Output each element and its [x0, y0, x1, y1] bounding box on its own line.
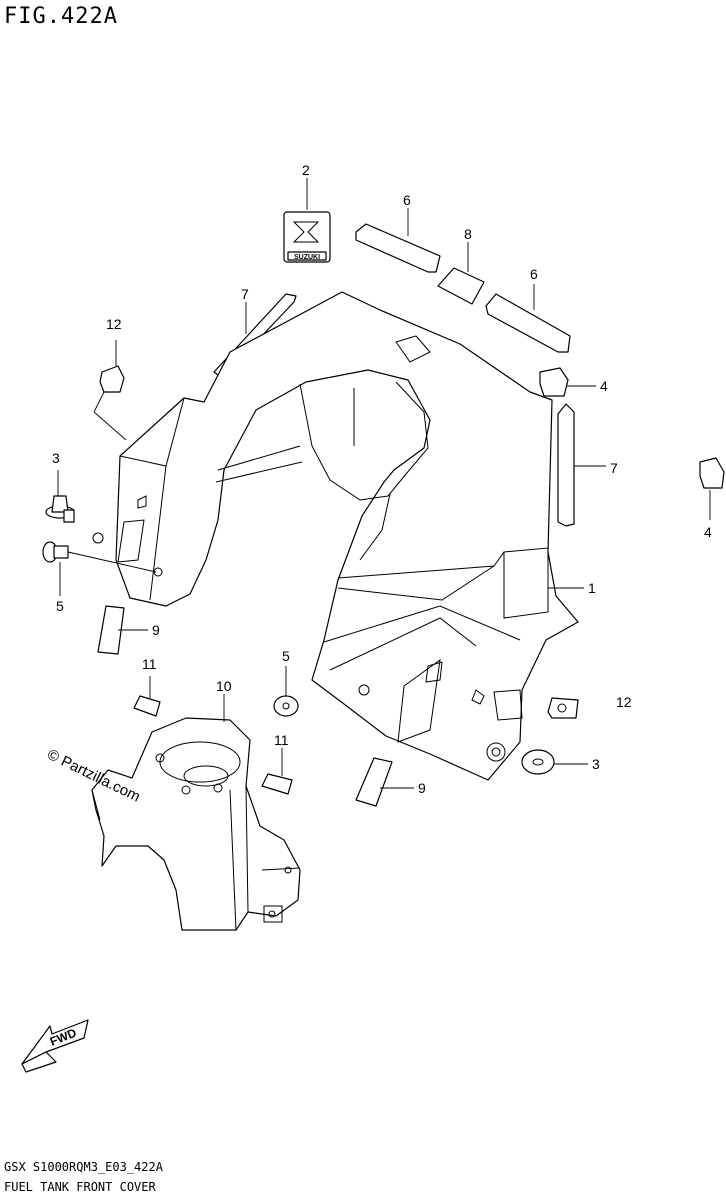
- clip-part-12a[interactable]: [99, 365, 125, 393]
- callout-4-right: 4: [704, 524, 712, 540]
- screw-part-3a[interactable]: [45, 495, 75, 523]
- callout-3-right: 3: [592, 756, 600, 772]
- strip-part-7b[interactable]: [557, 403, 575, 527]
- bolt-part-5a[interactable]: [42, 541, 157, 573]
- strip-part-9a[interactable]: [97, 605, 125, 655]
- clip-part-4b[interactable]: [699, 457, 725, 489]
- clip-part-12b[interactable]: [547, 697, 579, 719]
- callout-4-upper: 4: [600, 378, 608, 394]
- clip-part-4a[interactable]: [539, 367, 569, 397]
- lower-cover-part-10[interactable]: [91, 717, 301, 931]
- callout-9-left: 9: [152, 622, 160, 638]
- callout-10: 10: [216, 678, 232, 694]
- callout-11-left: 11: [142, 656, 157, 672]
- pad-part-11a[interactable]: [133, 695, 161, 717]
- emblem-part[interactable]: [283, 211, 331, 263]
- callout-12-right: 12: [616, 694, 632, 710]
- grommet-part-3b[interactable]: [521, 749, 555, 775]
- footer-code: GSX S1000RQM3_E03_422A: [4, 1160, 163, 1174]
- callout-9-right: 9: [418, 780, 426, 796]
- callout-7-right: 7: [610, 460, 618, 476]
- callout-6-upper: 6: [403, 192, 411, 208]
- callout-5-left: 5: [56, 598, 64, 614]
- strip-part-9b[interactable]: [355, 757, 393, 807]
- callout-6-right: 6: [530, 266, 538, 282]
- callout-3-left: 3: [52, 450, 60, 466]
- callout-7-upper: 7: [241, 286, 249, 302]
- callout-12-upper: 12: [106, 316, 122, 332]
- front-cover-part-1[interactable]: [92, 291, 579, 781]
- footer-description: FUEL TANK FRONT COVER: [4, 1180, 156, 1194]
- emblem-text: SUZUKI: [294, 254, 320, 261]
- pad-part-11b[interactable]: [261, 773, 293, 795]
- figure-title: FIG.422A: [4, 4, 118, 29]
- callout-2: 2: [302, 162, 310, 178]
- pad-part-6b[interactable]: [485, 293, 571, 353]
- callout-5-center: 5: [282, 648, 290, 664]
- callout-1: 1: [588, 580, 596, 596]
- fwd-arrow-icon: [21, 1019, 89, 1073]
- nut-part-5b[interactable]: [273, 695, 299, 717]
- callout-11-right: 11: [274, 732, 289, 748]
- pad-part-8[interactable]: [437, 267, 485, 305]
- pad-part-6a[interactable]: [355, 223, 441, 273]
- callout-8: 8: [464, 226, 472, 242]
